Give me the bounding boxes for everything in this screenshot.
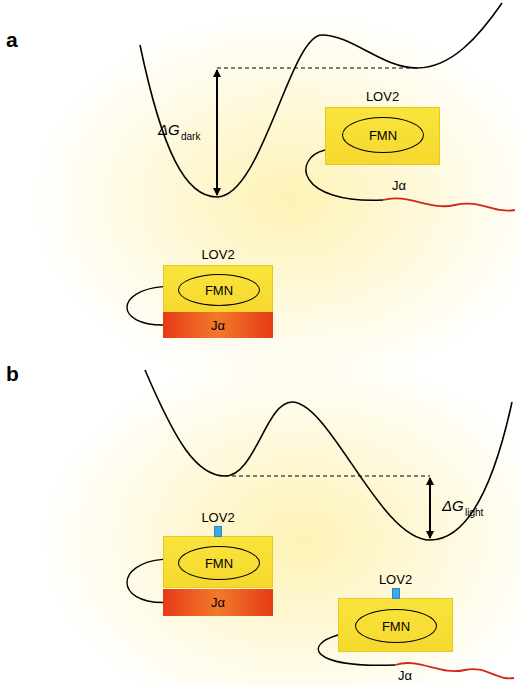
- helix-bar: Jα: [163, 312, 273, 338]
- node-text: FMN: [205, 283, 233, 298]
- node-text: Jα: [211, 595, 225, 610]
- domain-box: LOV2FMN: [338, 598, 453, 652]
- node-text: FMN: [382, 619, 410, 634]
- energy-curve: [145, 370, 512, 540]
- domain-box: LOV2FMN: [325, 107, 440, 165]
- text-label: Jα: [392, 178, 406, 193]
- linker-loop: [127, 559, 163, 602]
- domain-name: LOV2: [164, 247, 272, 262]
- helix-bar: Jα: [163, 589, 273, 616]
- energy-arrow: [429, 478, 431, 538]
- text-label: light: [465, 507, 483, 518]
- photoadduct-mark: [214, 526, 222, 537]
- node-text: FMN: [369, 128, 397, 143]
- energy-curve: [140, 3, 502, 197]
- photoadduct-mark: [392, 588, 400, 599]
- fmn-ellipse: FMN: [178, 546, 260, 580]
- domain-name: LOV2: [326, 89, 439, 104]
- fmn-ellipse: FMN: [178, 274, 260, 306]
- domain-box: LOV2FMN: [163, 265, 273, 313]
- node-text: Jα: [211, 318, 225, 333]
- text-label: Jα: [398, 668, 412, 683]
- domain-box: LOV2FMN: [163, 536, 273, 588]
- domain-name: LOV2: [339, 572, 452, 587]
- fmn-ellipse: FMN: [355, 609, 437, 643]
- domain-name: LOV2: [164, 510, 272, 525]
- text-label: dark: [181, 131, 200, 142]
- node-text: FMN: [205, 556, 233, 571]
- dashed-level: [217, 67, 417, 68]
- text-label: ΔG: [158, 121, 180, 138]
- dashed-level: [225, 475, 430, 476]
- text-label: b: [6, 362, 19, 386]
- linker-loop: [127, 287, 163, 325]
- unfolded-helix: [395, 663, 514, 678]
- fmn-ellipse: FMN: [342, 117, 424, 153]
- text-label: a: [6, 28, 18, 52]
- energy-arrow: [216, 70, 218, 195]
- unfolded-helix: [383, 198, 515, 210]
- text-label: ΔG: [442, 497, 464, 514]
